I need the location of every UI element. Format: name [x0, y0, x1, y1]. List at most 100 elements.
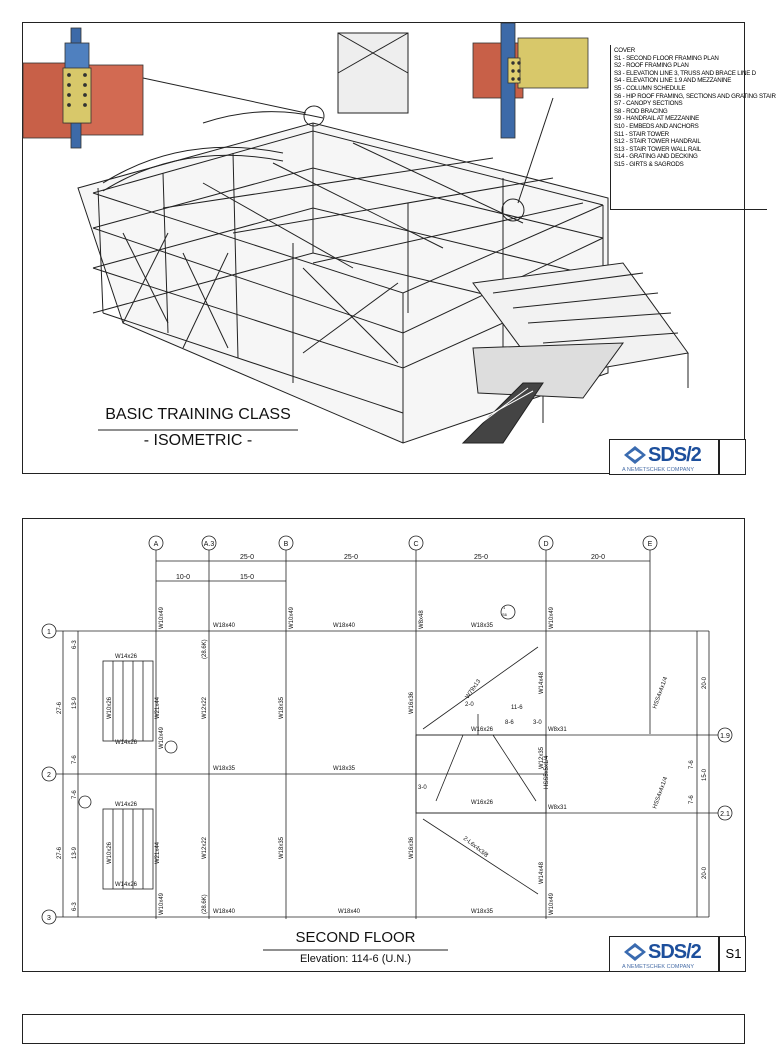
beam-label-w14x48-2: W14x48: [539, 861, 545, 884]
dim-top2-1: 10-0: [176, 574, 190, 581]
beam-label-w18x40-top-left: W18x40: [213, 623, 236, 629]
dim-left-13-9-a: 13-9: [72, 696, 78, 709]
dim-right-20-0-a: 20-0: [702, 676, 708, 689]
beam-label-w16x26: W16x26: [471, 800, 494, 806]
hss-label-3: HSS5x5x1/4: [544, 755, 550, 789]
dim-2-0: 2-0: [465, 702, 474, 708]
dim-11-6: 11-6: [511, 705, 523, 711]
drawing-index-item: S6 - HIP ROOF FRAMING, SECTIONS AND GRAT…: [614, 92, 776, 100]
dim-8-6: 8-6: [505, 720, 514, 726]
isometric-title: BASIC TRAINING CLASS: [105, 406, 291, 423]
dim-3-0: 3-0: [533, 720, 542, 726]
beam-label-w18x35-top: W18x35: [471, 623, 494, 629]
dim-right-20-0-b: 20-0: [702, 866, 708, 879]
dim-right-7-6-a: 7-6: [689, 760, 695, 769]
beam-label-w16x36-1: W16x36: [409, 691, 415, 714]
dim-3-0-left: 3-0: [418, 785, 427, 791]
joist-label-w10x26-2: W10x26: [107, 841, 113, 864]
dim-top-1: 25-0: [240, 554, 254, 561]
floor-plan-elevation: Elevation: 114-6 (U.N.): [299, 953, 412, 965]
column-label-w8x31-2: W8x31: [548, 805, 567, 811]
dim-right-7-6-b: 7-6: [689, 795, 695, 804]
grid-col-a3: A.3: [204, 541, 215, 548]
grid-col-c: C: [413, 541, 418, 548]
title-block-logo: SDS/2 A NEMETSCHEK COMPANY: [609, 439, 719, 475]
column-label-w8x31-1: W8x31: [548, 727, 567, 733]
drawing-index-item: S11 - STAIR TOWER: [614, 130, 669, 138]
beam-label-w14x26-2: W14x26: [115, 740, 138, 746]
beam-label-w16x36-2: W16x36: [409, 836, 415, 859]
connection-detail-right: [472, 22, 589, 139]
isometric-drawing: [22, 22, 689, 444]
drawing-index-item: S1 - SECOND FLOOR FRAMING PLAN: [614, 54, 719, 62]
logo-subtext: A NEMETSCHEK COMPANY: [622, 964, 695, 970]
section-mark-sheet: S6: [502, 612, 508, 617]
beam-label-w18x40-top: W18x40: [333, 623, 356, 629]
beam-label-w12x22-1: W12x22: [202, 696, 208, 719]
load-label-1: (28.6K): [202, 639, 208, 659]
grid-row-2: 2: [47, 772, 51, 779]
beam-label-w14x26-3: W14x26: [115, 802, 138, 808]
hss-label-2: HSS4x4x1/4: [652, 776, 669, 810]
col-label-c1: W8x48: [419, 610, 425, 629]
beam-label-w18x35-bottom: W18x35: [471, 909, 494, 915]
dim-left-6-3-a: 6-3: [72, 640, 78, 649]
beam-label-w14x48-1: W14x48: [539, 671, 545, 694]
hss-label-1: HSS4x4x1/4: [652, 676, 669, 710]
drawing-index-item: S10 - EMBEDS AND ANCHORS: [614, 122, 699, 130]
beam-label-w18x35-mid-left: W18x35: [213, 766, 236, 772]
drawing-index-item: S14 - GRATING AND DECKING: [614, 153, 698, 161]
drawing-index-item: S3 - ELEVATION LINE 3, TRUSS AND BRACE L…: [614, 69, 756, 77]
dim-left-27-6-a: 27-6: [57, 701, 63, 714]
dim-top-4: 20-0: [591, 554, 605, 561]
col-label-a2: W10x49: [159, 726, 165, 749]
dim-left-13-9-b: 13-9: [72, 846, 78, 859]
grid-row-1-9: 1.9: [720, 733, 730, 740]
joist-label-w10x26-1: W10x26: [107, 696, 113, 719]
brace-label-w79x13: W79x13: [465, 678, 483, 700]
beam-label-w18x35-mid: W18x35: [333, 766, 356, 772]
drawing-index-item: S5 - COLUMN SCHEDULE: [614, 84, 686, 92]
grid-col-e: E: [648, 541, 653, 548]
floor-plan-sheet: A A.3 B C D E 1 2 3 1.9 2.1 25-0 25-0 25…: [22, 518, 746, 972]
beam-label-w14x26-1: W14x26: [115, 654, 138, 660]
title-block-logo-2: SDS/2 A NEMETSCHEK COMPANY: [609, 936, 719, 972]
dim-left-27-6-b: 27-6: [57, 846, 63, 859]
drawing-index-item: COVER: [614, 47, 636, 54]
sheet-number-box: S1: [719, 936, 746, 972]
logo-text: SDS/2: [648, 941, 702, 963]
beam-label-w12x22-2: W12x22: [202, 836, 208, 859]
col-label-w12x35: W12x35: [539, 746, 545, 769]
col-label-a1: W10x49: [159, 606, 165, 629]
beam-label-w21x44-1: W21x44: [155, 696, 161, 719]
dim-top-2: 25-0: [344, 554, 358, 561]
section-mark-number: 1: [503, 605, 506, 610]
grid-row-2-1: 2.1: [720, 811, 730, 818]
drawing-index-item: S7 - CANOPY SECTIONS: [614, 100, 683, 108]
beam-label-w16x26-top: W16x26: [471, 727, 494, 733]
beam-label-w18x40-bottom: W18x40: [338, 909, 361, 915]
sheet-number: S1: [725, 946, 742, 961]
drawing-index-item: S2 - ROOF FRAMING PLAN: [614, 62, 689, 70]
col-label-b1: W10x49: [289, 606, 295, 629]
sds2-logo-icon: [624, 446, 646, 464]
logo-subtext: A NEMETSCHEK COMPANY: [622, 467, 695, 473]
beam-label-w18x35-v2: W18x35: [279, 836, 285, 859]
beam-label-w14x26-4: W14x26: [115, 882, 138, 888]
beam-label-w21x44-2: W21x44: [155, 841, 161, 864]
dim-top-3: 25-0: [474, 554, 488, 561]
isometric-subtitle: - ISOMETRIC -: [143, 432, 253, 449]
beam-label-w18x35-v1: W18x35: [279, 696, 285, 719]
grid-col-d: D: [543, 541, 548, 548]
col-label-d3: W10x49: [549, 892, 555, 915]
load-label-2: (28.6K): [202, 894, 208, 914]
drawing-index-item: S8 - ROD BRACING: [614, 107, 668, 115]
logo-text: SDS/2: [648, 444, 702, 466]
drawing-index-item: S4 - ELEVATION LINE 1.9 AND MEZZANINE: [614, 77, 732, 85]
grid-col-b: B: [284, 541, 289, 548]
grid-row-1: 1: [47, 629, 51, 636]
grid-row-3: 3: [47, 915, 51, 922]
drawing-index-item: S9 - HANDRAIL AT MEZZANINE: [614, 115, 700, 123]
